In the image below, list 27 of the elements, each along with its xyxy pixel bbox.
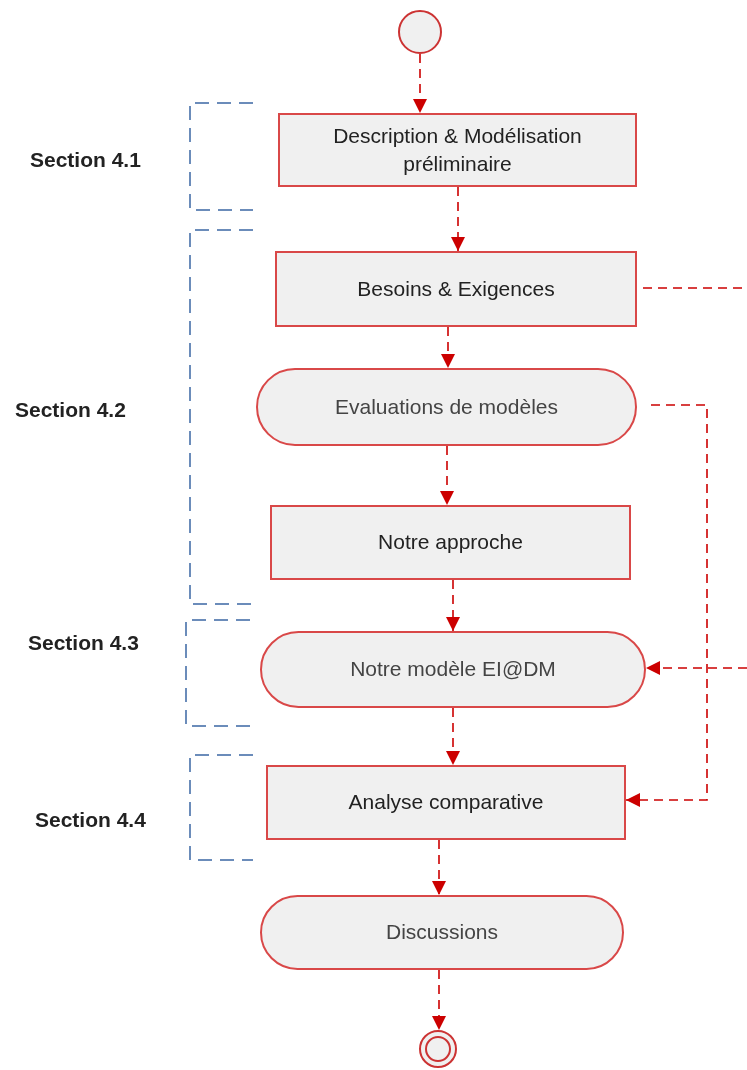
node-label: Discussions — [385, 919, 498, 946]
section-label: Section 4.3 — [28, 630, 139, 656]
node-label: Analyse comparative — [348, 789, 544, 816]
process-box — [278, 113, 637, 187]
arrow — [642, 287, 747, 675]
arrow — [451, 186, 465, 252]
node-label: Notre modèle EI@DM — [350, 656, 556, 683]
section-label: Section 4.4 — [35, 807, 146, 833]
arrow — [446, 579, 460, 632]
node-label: Description & Modélisation préliminaire — [332, 122, 583, 177]
start-node — [398, 10, 442, 54]
process-box — [266, 765, 626, 840]
node-label: Besoins & Exigences — [357, 275, 555, 302]
process-box — [270, 505, 631, 580]
process-box — [275, 251, 637, 327]
section-label: Section 4.2 — [15, 397, 126, 423]
arrow — [446, 707, 460, 766]
node-label: Evaluations de modèles — [335, 393, 558, 420]
arrow — [432, 969, 446, 1031]
end-node — [419, 1030, 457, 1068]
arrow — [413, 53, 427, 114]
section-label: Section 4.1 — [30, 147, 141, 173]
node-label: Notre approche — [378, 529, 523, 556]
arrow — [440, 445, 454, 506]
arrow — [441, 326, 455, 369]
arrow — [432, 839, 446, 896]
arrow — [625, 404, 708, 807]
